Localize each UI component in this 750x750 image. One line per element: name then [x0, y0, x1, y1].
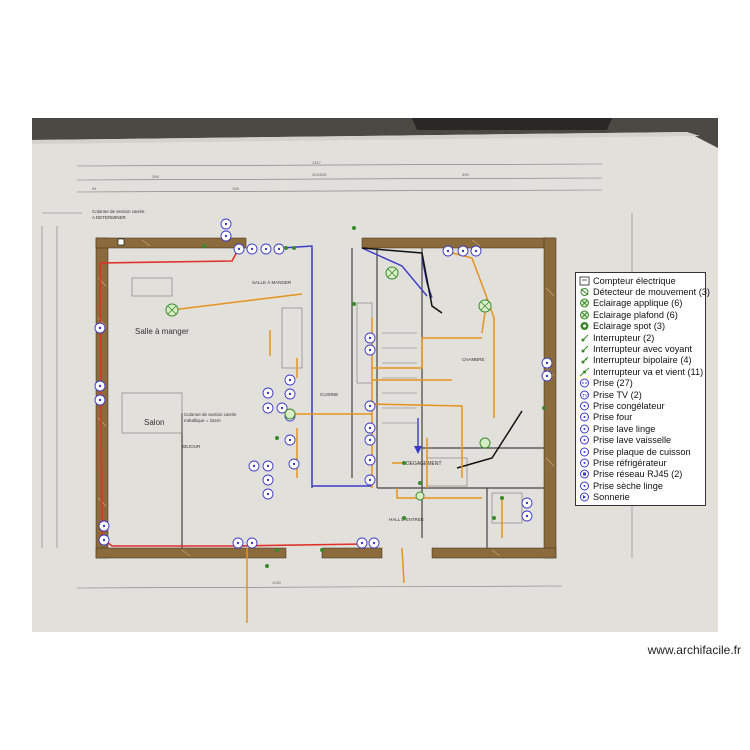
bipolar-switch-icon: [581, 357, 589, 364]
legend-item: Compteur électrique: [579, 275, 705, 286]
legend-label: Interrupteur avec voyant: [593, 344, 693, 355]
legend-item: TV Prise TV (2): [579, 389, 705, 400]
legend-item: Prise lave vaisselle: [579, 434, 705, 445]
room-salle-a-manger-small: SALLE À MANGER: [252, 279, 292, 285]
svg-text:TV: TV: [582, 393, 588, 398]
two-way-switch-icon: [579, 367, 590, 377]
doorbell-icon: [580, 492, 589, 502]
legend-label: Prise TV (2): [593, 389, 642, 400]
motion-detector-icon: [580, 288, 589, 297]
washer-outlet-icon: [580, 424, 589, 434]
legend-label: Interrupteur va et vient (11): [593, 366, 704, 377]
legend-label: Eclairage plafond (6): [593, 309, 678, 320]
legend-item: Prise sèche linge: [579, 480, 705, 491]
room-cuisine: CUISINE: [320, 392, 338, 397]
note-colonne-top-2: A DETERMINER: [92, 215, 127, 220]
note-colonne-mid-2: métallique = 15cm: [184, 418, 221, 423]
svg-text:304/535: 304/535: [312, 172, 327, 177]
room-hall: HALL D'ENTREE: [389, 517, 424, 522]
legend-item: Prise réfrigérateur: [579, 457, 705, 468]
hob-outlet-icon: [580, 447, 589, 457]
watermark: www.archifacile.fr: [647, 643, 741, 657]
legend-label: Sonnerie: [593, 492, 630, 503]
legend-item: Interrupteur (2): [579, 332, 705, 343]
svg-text:395: 395: [462, 172, 469, 177]
dryer-outlet-icon: [580, 481, 589, 491]
svg-text:1317: 1317: [312, 160, 322, 165]
legend-label: Prise congélateur: [593, 400, 665, 411]
legend-item: Eclairage applique (6): [579, 298, 705, 309]
room-degagement: DEGAGEMENT: [406, 461, 442, 467]
legend-label: Eclairage applique (6): [593, 298, 683, 309]
legend-label: Prise réfrigérateur: [593, 457, 667, 468]
svg-text:1030: 1030: [272, 580, 282, 585]
legend-label: Compteur électrique: [593, 275, 676, 286]
note-colonne-mid: Colonne de section carrée: [184, 412, 237, 417]
legend-item: Prise (27): [579, 378, 705, 389]
room-salle-a-manger: Salle à manger: [135, 327, 189, 336]
legend-label: Détecteur de mouvement (3): [593, 287, 710, 298]
legend-item: Prise plaque de cuisson: [579, 446, 705, 457]
svg-text:94: 94: [92, 186, 97, 191]
legend-label: Prise sèche linge: [593, 480, 663, 491]
wall-light-icon: [580, 298, 589, 308]
legend-item: Prise lave linge: [579, 423, 705, 434]
legend-label: Prise plaque de cuisson: [593, 446, 691, 457]
legend-label: Prise lave linge: [593, 423, 656, 434]
legend-item: Prise four: [579, 412, 705, 423]
legend-label: Prise four: [593, 412, 633, 423]
meter-icon: [579, 276, 590, 286]
svg-text:398: 398: [152, 174, 159, 179]
room-chambre: CHAMBRE: [462, 357, 485, 362]
fridge-outlet-icon: [580, 458, 589, 468]
legend-item: Interrupteur va et vient (11): [579, 366, 705, 377]
room-sejour: SEJOUR: [182, 444, 201, 449]
legend-item: Eclairage spot (3): [579, 321, 705, 332]
outlet-icon: [580, 378, 589, 388]
legend-item: Interrupteur avec voyant: [579, 343, 705, 354]
legend-label: Eclairage spot (3): [593, 321, 666, 332]
spot-light-icon: [580, 322, 589, 331]
legend-label: Prise lave vaisselle: [593, 435, 672, 446]
legend-item: Prise réseau RJ45 (2): [579, 469, 705, 480]
legend-item: Interrupteur bipolaire (4): [579, 355, 705, 366]
note-colonne-top: Colonne de section carrée: [92, 209, 145, 214]
ceiling-light-icon: [580, 310, 589, 320]
tv-outlet-icon: TV: [580, 390, 589, 400]
legend-label: Interrupteur bipolaire (4): [593, 355, 692, 366]
legend-item: Sonnerie: [579, 491, 705, 502]
legend-label: Prise (27): [593, 378, 633, 389]
legend-label: Prise réseau RJ45 (2): [593, 469, 683, 480]
legend-label: Interrupteur (2): [593, 332, 655, 343]
dishwasher-outlet-icon: [580, 435, 589, 445]
room-salon: Salon: [144, 418, 164, 427]
svg-text:198: 198: [232, 186, 239, 191]
oven-outlet-icon: [580, 412, 589, 422]
freezer-outlet-icon: [580, 401, 589, 411]
legend-item: Eclairage plafond (6): [579, 309, 705, 320]
rj45-outlet-icon: [580, 469, 589, 479]
legend-item: Prise congélateur: [579, 400, 705, 411]
legend-item: Détecteur de mouvement (3): [579, 286, 710, 297]
switch-led-icon: [581, 345, 589, 353]
switch-icon: [581, 334, 589, 342]
